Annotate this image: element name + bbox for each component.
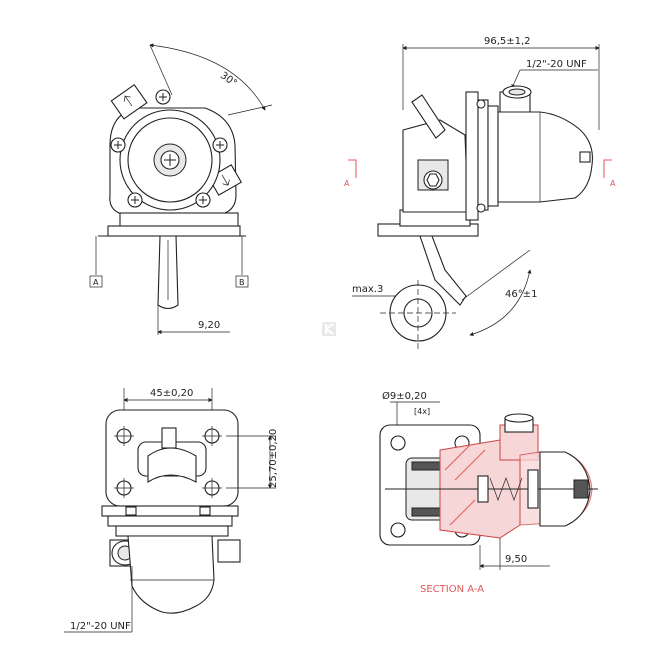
hole-dia-dim: Ø9±0,20	[382, 390, 427, 402]
offset-dim: 9,50	[505, 554, 527, 565]
side-angle-label: 46°±1	[505, 289, 537, 300]
hole-count-label: [4x]	[414, 407, 430, 416]
thread-bottom-label: 1/2"-20 UNF	[70, 621, 131, 632]
bottom-holes	[114, 426, 222, 498]
side-angle-arc	[469, 269, 532, 337]
bottom-view: 45±0,20 25,70±0,20	[64, 388, 279, 633]
hole-spacing-dim: 45±0,20	[150, 388, 193, 399]
front-angle-label: 30°	[218, 70, 239, 89]
front-view: 30°	[89, 43, 273, 335]
height-dim: 25,70±0,20	[268, 429, 279, 488]
front-width-dim: 9,20	[198, 320, 220, 331]
overall-length-dim: 96,5±1,2	[484, 36, 531, 47]
section-view: Ø9±0,20 [4x]	[379, 390, 598, 595]
front-screws	[110, 89, 228, 208]
thread-top-label: 1/2"-20 UNF	[526, 59, 587, 70]
watermark-logo	[322, 322, 336, 336]
ref-b-label: B	[239, 278, 245, 287]
ref-a-label: A	[93, 278, 99, 287]
side-view: 96,5±1,2 1/2"-20 UNF A A	[344, 36, 616, 350]
section-marker-left: A	[344, 179, 350, 188]
section-marker-right: A	[610, 179, 616, 188]
angle-arc	[149, 43, 266, 111]
section-title: SECTION A-A	[420, 584, 484, 595]
max-label: max.3	[352, 284, 383, 295]
